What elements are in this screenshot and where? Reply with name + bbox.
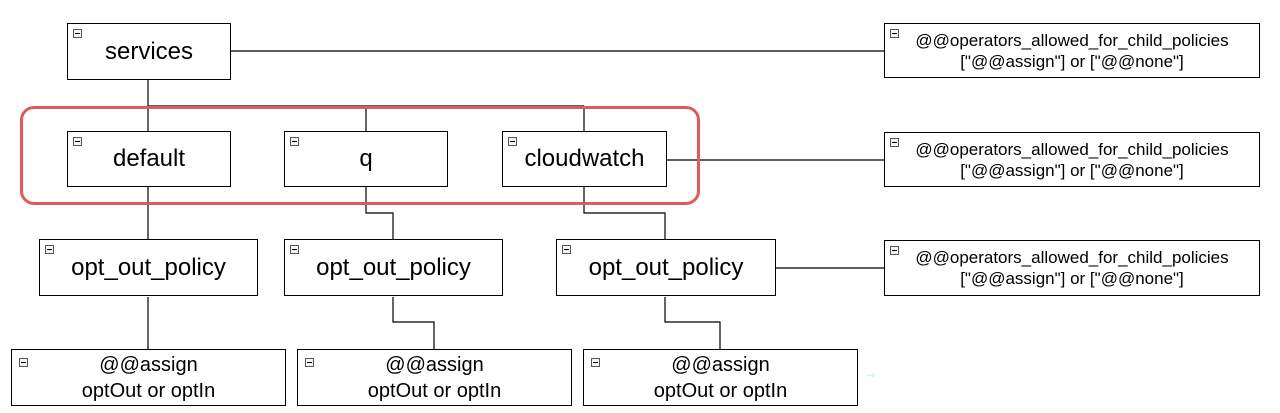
node-label-line1: @@operators_allowed_for_child_policies xyxy=(915,248,1229,267)
node-label: opt_out_policy xyxy=(316,253,471,281)
node-label-line1: @@assign xyxy=(99,353,198,376)
node-services[interactable]: services xyxy=(67,23,231,80)
node-label: q xyxy=(359,145,373,172)
node-label-line2: optOut or optIn xyxy=(653,379,788,402)
faint-arrow-icon: ➜ xyxy=(866,368,877,382)
node-cloudwatch[interactable]: cloudwatch xyxy=(502,131,667,187)
node-label-line1: @@assign xyxy=(385,353,484,376)
node-operators-allowed[interactable]: @@operators_allowed_for_child_policies [… xyxy=(884,240,1260,296)
node-label-line1: @@operators_allowed_for_child_policies xyxy=(915,30,1229,50)
collapse-toggle-icon[interactable] xyxy=(562,245,571,254)
node-opt-out-policy[interactable]: opt_out_policy xyxy=(284,239,503,296)
connector-cloudwatch-policy xyxy=(583,187,666,239)
collapse-toggle-icon[interactable] xyxy=(45,245,54,254)
node-label-line2: optOut or optIn xyxy=(367,379,502,402)
node-label: opt_out_policy xyxy=(588,253,744,281)
node-operators-allowed[interactable]: @@operators_allowed_for_child_policies [… xyxy=(884,132,1260,187)
connector-q-policy xyxy=(365,187,394,239)
collapse-toggle-icon[interactable] xyxy=(508,137,517,146)
collapse-toggle-icon[interactable] xyxy=(890,29,899,38)
node-assign[interactable]: @@assign optOut or optIn xyxy=(297,349,572,406)
node-label: opt_out_policy xyxy=(71,253,226,281)
node-label-line2: ["@@assign"] or ["@@none"] xyxy=(960,269,1184,288)
node-operators-allowed[interactable]: @@operators_allowed_for_child_policies [… xyxy=(884,23,1260,78)
highlight-rectangle xyxy=(20,106,700,205)
node-label-line2: optOut or optIn xyxy=(81,379,216,402)
node-label: services xyxy=(104,37,194,65)
node-assign[interactable]: @@assign optOut or optIn xyxy=(11,349,286,406)
node-label-line2: ["@@assign"] or ["@@none"] xyxy=(960,160,1184,180)
collapse-toggle-icon[interactable] xyxy=(890,246,899,255)
node-label-line2: ["@@assign"] or ["@@none"] xyxy=(960,51,1184,71)
collapse-toggle-icon[interactable] xyxy=(305,358,314,367)
collapse-toggle-icon[interactable] xyxy=(591,358,600,367)
node-default[interactable]: default xyxy=(67,131,231,187)
node-opt-out-policy[interactable]: opt_out_policy xyxy=(556,239,776,296)
collapse-toggle-icon[interactable] xyxy=(890,138,899,147)
node-q[interactable]: q xyxy=(284,131,448,187)
collapse-toggle-icon[interactable] xyxy=(73,29,82,38)
collapse-toggle-icon[interactable] xyxy=(290,245,299,254)
connector-policy2-assign xyxy=(392,297,435,349)
collapse-toggle-icon[interactable] xyxy=(290,137,299,146)
node-label-line1: @@operators_allowed_for_child_policies xyxy=(915,139,1229,159)
node-label: cloudwatch xyxy=(524,145,645,172)
node-assign[interactable]: @@assign optOut or optIn xyxy=(583,349,858,406)
connector-policy3-assign xyxy=(664,297,721,349)
node-opt-out-policy[interactable]: opt_out_policy xyxy=(39,239,258,296)
collapse-toggle-icon[interactable] xyxy=(73,137,82,146)
node-label-line1: @@assign xyxy=(671,353,770,376)
collapse-toggle-icon[interactable] xyxy=(19,358,28,367)
node-label: default xyxy=(112,145,186,172)
